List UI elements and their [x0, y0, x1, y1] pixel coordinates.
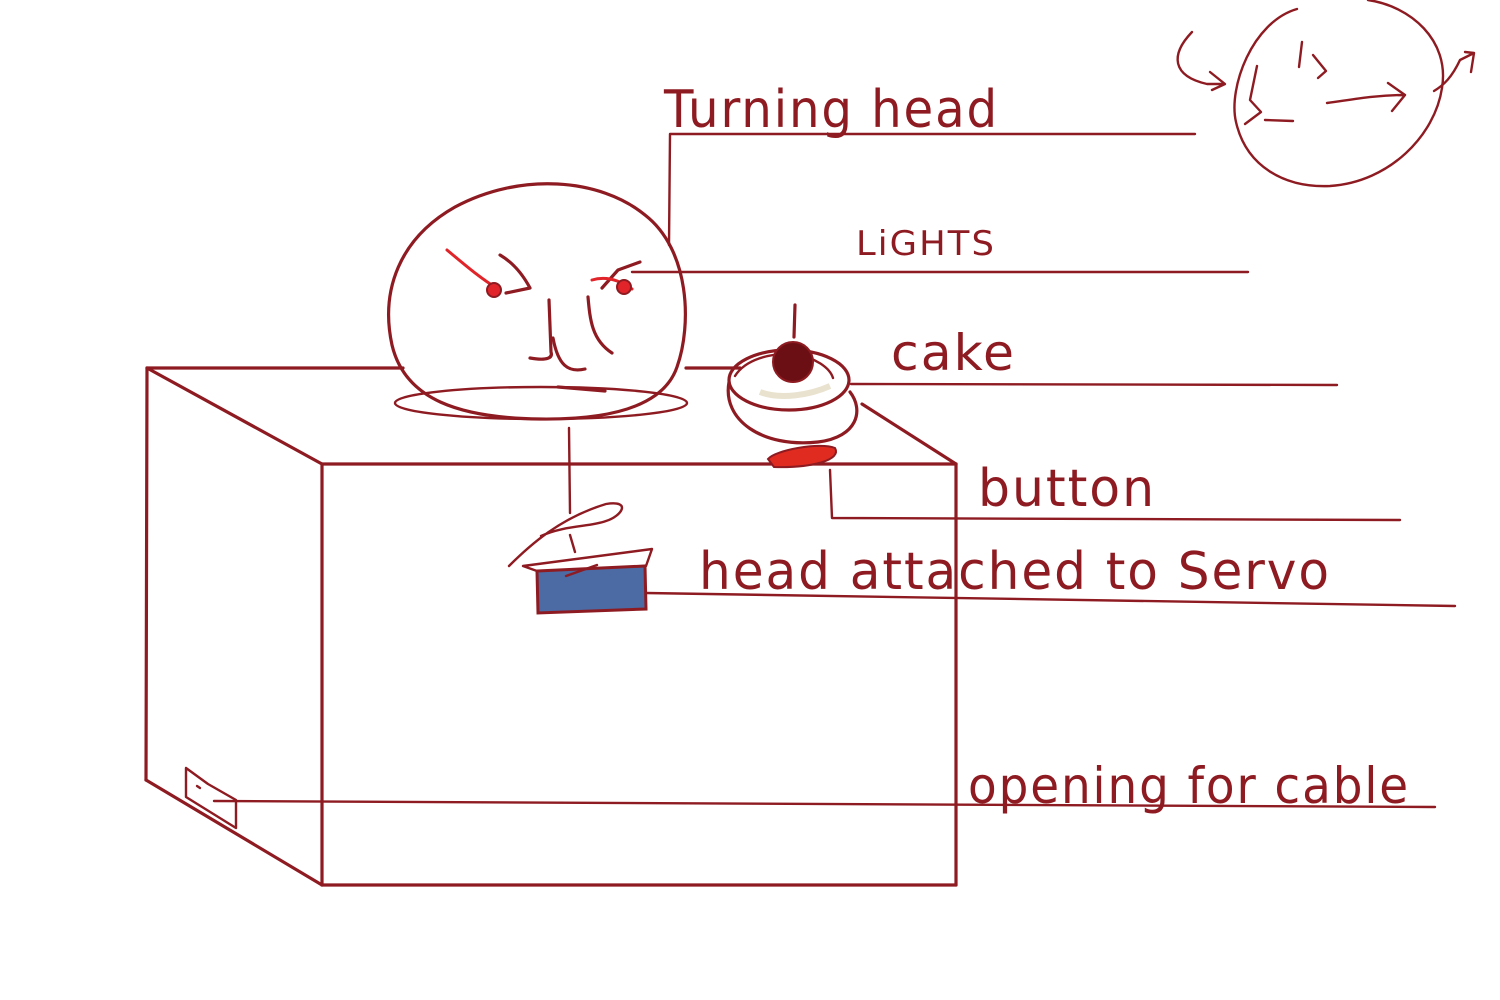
leader-cake	[849, 382, 1339, 387]
mini-head-outline	[1233, 0, 1445, 188]
box-top-left-edge	[145, 366, 324, 466]
arrow-right-icon	[1325, 81, 1407, 113]
cable-opening	[184, 766, 238, 830]
eye-lights	[445, 248, 634, 298]
box	[144, 366, 958, 887]
box-back-left-edge	[144, 366, 149, 782]
leader-cable	[212, 799, 1437, 809]
label-button: button	[978, 459, 1156, 519]
arrow-curve-right-icon	[1432, 50, 1476, 93]
cherry	[772, 303, 814, 383]
box-top-right-edge	[860, 402, 958, 466]
servo-arm	[507, 426, 623, 568]
label-servo: head attached to Servo	[699, 542, 1331, 602]
head-face	[498, 253, 642, 393]
leader-button	[828, 468, 1402, 522]
leader-turning-head	[667, 132, 1197, 247]
leader-servo	[644, 591, 1457, 608]
label-cake: cake	[891, 324, 1016, 382]
turning-head-illustration	[1176, 0, 1476, 188]
turning-head	[387, 182, 687, 421]
arrow-curve-left-icon	[1176, 30, 1227, 92]
leader-lines	[212, 132, 1457, 809]
box-bottom-left-edge	[144, 778, 324, 887]
label-turning-head: Turning head	[663, 80, 999, 140]
cake	[726, 303, 859, 445]
button	[766, 444, 837, 469]
servo	[521, 547, 654, 615]
label-lights: LiGHTS	[856, 224, 996, 264]
head-shape	[387, 182, 687, 421]
label-cable-opening: opening for cable	[968, 757, 1410, 815]
mini-head-face	[1243, 40, 1328, 126]
